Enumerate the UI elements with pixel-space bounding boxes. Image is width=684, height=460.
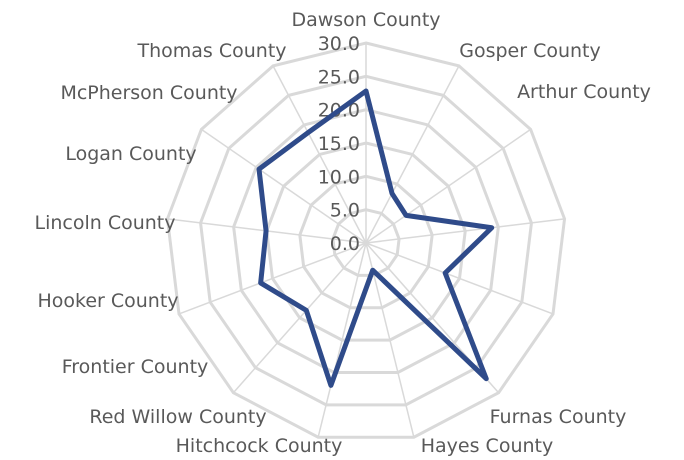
category-label: Red Willow County: [89, 406, 266, 428]
grid-spoke: [365, 242, 415, 438]
tick-label: 30.0: [318, 33, 360, 55]
tick-label: 5.0: [330, 200, 360, 222]
category-label: Hayes County: [421, 435, 553, 457]
category-label: Thomas County: [136, 40, 286, 62]
grid-ring: [232, 108, 500, 374]
grid-spoke: [178, 242, 367, 315]
category-label: Lincoln County: [34, 212, 175, 234]
category-label: Logan County: [65, 143, 196, 165]
tick-label: 10.0: [318, 166, 360, 188]
grid-spoke: [232, 242, 367, 394]
grid-ring: [298, 174, 434, 310]
axis-tick-labels: 0.05.010.015.020.025.030.0: [318, 33, 360, 255]
grid-spoke: [317, 242, 367, 438]
series-layer: [256, 88, 495, 388]
category-label: Gosper County: [459, 40, 601, 62]
tick-label: 15.0: [318, 133, 360, 155]
category-label: McPherson County: [60, 82, 237, 104]
grid-spoke: [365, 218, 565, 244]
grid-spoke: [365, 128, 532, 244]
grid: [165, 41, 567, 439]
category-label: Dawson County: [291, 9, 440, 31]
series-line: [256, 88, 495, 388]
category-label: Frontier County: [62, 356, 209, 378]
category-label: Arthur County: [517, 81, 651, 103]
tick-label: 25.0: [318, 66, 360, 88]
category-label: Hitchcock County: [176, 435, 343, 457]
category-label: Furnas County: [490, 406, 627, 428]
grid-ring: [265, 141, 467, 342]
grid-spoke: [272, 65, 367, 244]
grid-ring: [165, 41, 567, 439]
grid-ring: [331, 208, 401, 277]
grid-ring: [199, 74, 533, 407]
grid-spoke: [365, 65, 460, 244]
category-label: Hooker County: [37, 290, 178, 312]
grid-spoke: [365, 242, 554, 315]
grid-spoke: [200, 128, 367, 244]
tick-label: 0.0: [330, 233, 360, 255]
